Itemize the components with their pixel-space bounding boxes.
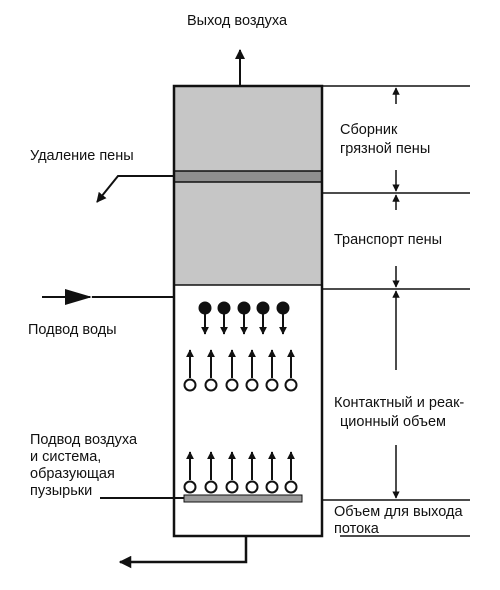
contact-volume-label-2: ционный объем (340, 414, 446, 430)
outflow-volume-label-2: потока (334, 521, 380, 537)
rising-bubbles-upper (183, 349, 298, 392)
falling-particles (198, 301, 290, 335)
foam-removal-label: Удаление пены (30, 148, 134, 164)
water-in-label: Подвод воды (28, 322, 117, 338)
water-inlet-arrow (42, 289, 174, 305)
column (172, 84, 324, 538)
air-in-label-2: и система, (30, 449, 101, 465)
foam-separator-band (174, 171, 322, 182)
outflow-volume-label-1: Объем для выхода (334, 504, 463, 520)
foam-transport-zone (174, 182, 322, 285)
foam-transport-label: Транспорт пены (334, 232, 442, 248)
air-in-label-4: пузырьки (30, 483, 92, 499)
foam-collector-label-2: грязной пены (340, 141, 430, 157)
outflow-arrow (118, 536, 248, 569)
rising-bubbles-lower (183, 451, 298, 494)
foam-removal-arrow (96, 175, 174, 203)
air-in-label-1: Подвод воздуха (30, 432, 138, 448)
foam-collector-zone (174, 86, 322, 171)
zone-markers (322, 85, 470, 537)
air-out-label: Выход воздуха (187, 13, 288, 29)
column-outline (172, 84, 324, 538)
foam-collector-label-1: Сборник (340, 122, 398, 138)
aerator-bar (183, 494, 303, 503)
contact-volume-label-1: Контактный и реак- (334, 395, 464, 411)
air-in-label-3: образующая (30, 466, 115, 482)
